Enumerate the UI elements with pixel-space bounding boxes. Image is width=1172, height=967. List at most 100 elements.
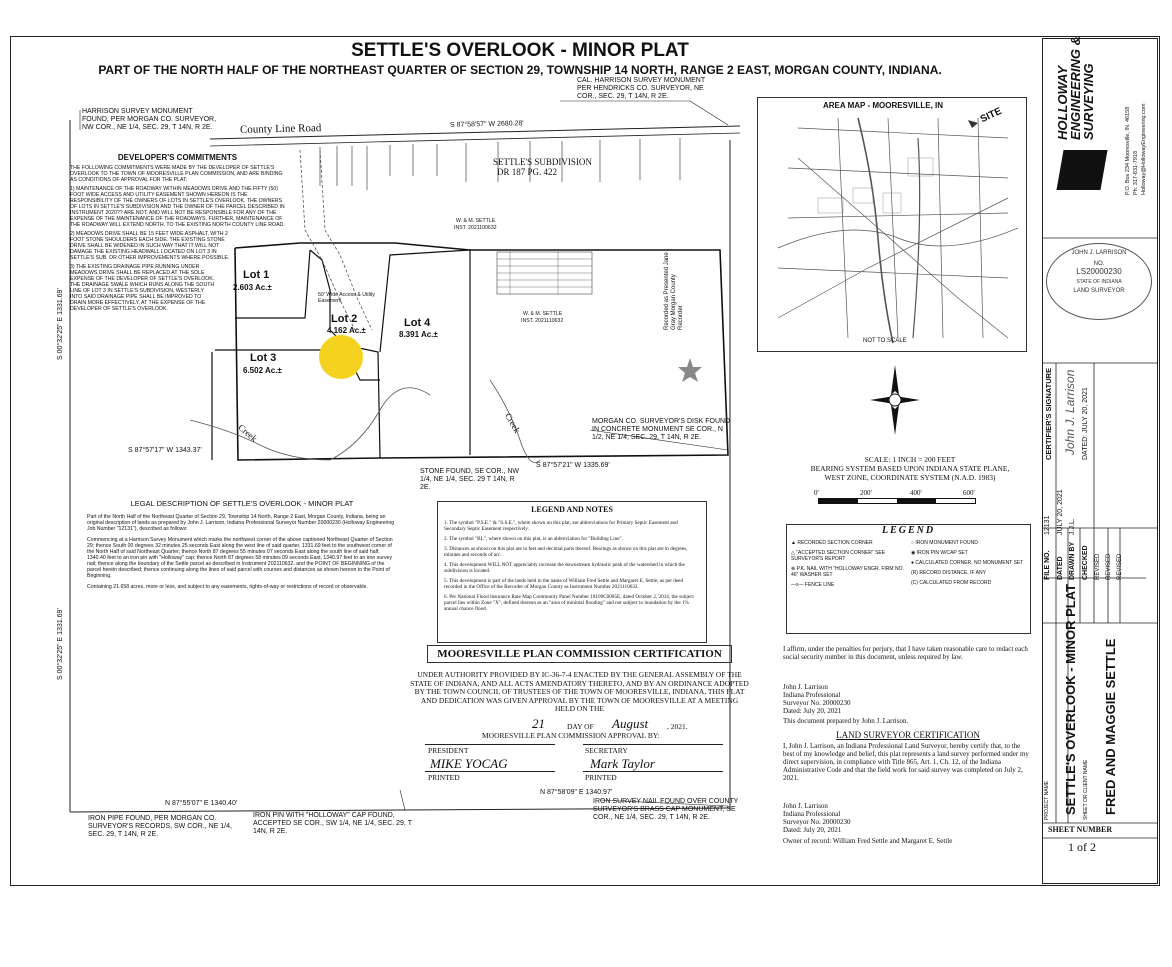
scale-bar	[818, 498, 976, 504]
affirm-dated: Dated: July 20, 2021	[783, 707, 842, 715]
note-2: 2. The symbol "BL", where shown on this …	[444, 536, 623, 542]
secretary-label: SECRETARY	[585, 746, 628, 755]
project-name: SETTLE'S OVERLOOK - MINOR PLAT	[1063, 583, 1078, 815]
seal-state: STATE OF INDIANA	[1076, 279, 1122, 285]
surveyor-seal: JOHN J. LARRISON NO. LS20000230 STATE OF…	[1046, 243, 1152, 320]
parcel-boundary	[234, 242, 729, 461]
drawn-label: DRAWN BY	[1069, 541, 1076, 580]
affirm-number: Surveyor No. 20000230	[783, 699, 851, 707]
land-cert-block: LAND SURVEYOR CERTIFICATION I, John J. L…	[783, 730, 1033, 846]
certifier-dated: DATED: JULY 20, 2021	[1082, 387, 1089, 460]
plat-subtitle: PART OF THE NORTH HALF OF THE NORTHEAST …	[98, 63, 942, 77]
highlight-marker	[319, 335, 363, 379]
firm-logo-icon	[1056, 150, 1108, 190]
area-map-title: AREA MAP - MOORESVILLE, IN	[823, 101, 944, 110]
scale-tick-0: 0'	[814, 489, 819, 497]
harrison-nw-note: HARRISON SURVEY MONUMENT FOUND, PER MORG…	[82, 108, 217, 131]
lot2-area: 4.162 Ac.±	[327, 326, 366, 335]
file-no-value: 12131	[1044, 515, 1051, 535]
iron-pipe-note: IRON PIPE FOUND, PER MORGAN CO. SURVEYOR…	[88, 815, 232, 838]
plat-title: SETTLE'S OVERLOOK - MINOR PLAT	[351, 40, 689, 61]
seal-no: NO.	[1093, 261, 1105, 267]
legal-title: LEGAL DESCRIPTION OF SETTLE'S OVERLOOK -…	[130, 499, 354, 508]
scale-text-3: WEST ZONE, COORDINATE SYSTEM (N.A.D. 198…	[824, 473, 996, 482]
note-3: 3. Distances as shown on this plat are i…	[444, 546, 688, 558]
commitment-2: 2) MEADOWS DRIVE SHALL BE 15 FEET WIDE A…	[70, 231, 230, 261]
commitment-1: 1) MAINTENANCE OF THE ROADWAY WITHIN MEA…	[70, 186, 285, 228]
commitments-intro: THE FOLLOWING COMMITMENTS WERE MADE BY T…	[70, 165, 283, 183]
cert-day-label: DAY OF	[567, 721, 594, 731]
dated-label: DATED	[1057, 556, 1064, 580]
legend-calculated: ● CALCULATED CORNER, NO MONUMENT SET	[911, 560, 1024, 566]
sheet-label: SHEET NUMBER	[1048, 825, 1113, 834]
recorder-stamp: Recorded as Presented Jane Gray Morgan C…	[664, 252, 684, 330]
lot3-area: 6.502 Ac.±	[243, 366, 282, 375]
certification-text: UNDER AUTHORITY PROVIDED BY IC-36-7-4 EN…	[410, 670, 749, 713]
land-cert-title: LAND SURVEYOR CERTIFICATION	[836, 730, 980, 740]
legend-box: LEGEND ▲ RECORDED SECTION CORNER △ "ACCE…	[786, 524, 1031, 634]
firm-phone: Ph: 317-831-7918	[1133, 150, 1139, 195]
cert-day: 21	[532, 715, 545, 731]
leader-lines	[79, 100, 729, 811]
lot2-name: Lot 2	[331, 313, 358, 325]
land-cert-title2: Indiana Professional	[783, 810, 841, 818]
file-no-label: FILE NO.	[1044, 550, 1051, 580]
printed-name-2: Mark Taylor	[590, 756, 655, 771]
land-cert-dated: Dated: July 20, 2021	[783, 826, 842, 834]
certification-title: MOORESVILLE PLAN COMMISSION CERTIFICATIO…	[427, 645, 732, 663]
legend-iron-found: ○ IRON MONUMENT FOUND	[911, 540, 978, 546]
legend-pk-nail: ⊗ P.K. NAIL WITH "HOLLOWAY ENGR. FIRM NO…	[791, 566, 904, 578]
owner-label: W. & M. SETTLE	[523, 311, 563, 317]
affirm-title: Indiana Professional	[783, 691, 841, 699]
revised-2: REVISED	[1106, 553, 1112, 580]
title-block-lines	[1042, 237, 1158, 839]
iron-pin-note: IRON PIN WITH "HOLLOWAY" CAP FOUND, ACCE…	[253, 812, 412, 835]
legend-record-distance: (R) RECORD DISTANCE, IF ANY	[911, 570, 986, 576]
firm-email: Holloway@HollowayEngineering.com	[1141, 103, 1147, 196]
certifier-signature: John J. Larrison	[1063, 369, 1077, 455]
legend-calc-record: (C) CALCULATED FROM RECORD	[911, 580, 992, 586]
affirm-prepared: This document prepared by John J. Larris…	[783, 717, 909, 725]
south-section-line	[69, 807, 731, 813]
land-cert-text: I, John J. Larrison, an Indiana Professi…	[783, 742, 1029, 782]
note-4: 4. This development WILL NOT appreciably…	[444, 562, 685, 574]
owner-inst-2: INST. 2021100632	[454, 225, 497, 231]
legal-p2: Commencing at a Harrison Survey Monument…	[87, 537, 393, 579]
legend-notes-title: LEGEND AND NOTES	[531, 505, 613, 514]
subdivision-label: SETTLE'S SUBDIVISION	[493, 157, 592, 167]
seal-bottom: LAND SURVEYOR	[1073, 288, 1125, 294]
note-1: 1. The symbol "P.S.E." & "S.S.E.", where…	[444, 520, 678, 532]
land-cert-name: John J. Larrison	[783, 802, 828, 810]
road-label: County Line Road	[239, 122, 322, 136]
legend-accepted-corner: △ "ACCEPTED SECTION CORNER" SEE SURVEYOR…	[791, 550, 886, 562]
drawn-value: J.J.L.	[1069, 518, 1076, 535]
president-label: PRESIDENT	[428, 746, 469, 755]
note-5: 5. This development is part of the lands…	[444, 578, 684, 590]
area-map: AREA MAP - MOORESVILLE, IN SITE NOT TO S…	[757, 97, 1027, 352]
revised-1: REVISED	[1095, 553, 1101, 580]
road-line-south	[209, 132, 741, 147]
star-marker	[678, 358, 702, 382]
lot1-name: Lot 1	[243, 269, 270, 281]
revised-3: REVISED	[1117, 553, 1123, 580]
scale-tick-2: 400'	[910, 489, 922, 497]
bottom-line-1: N 87°55'07" E 1340.40'	[165, 800, 238, 807]
title-block	[1042, 38, 1158, 884]
project-label: PROJECT NAME	[1044, 780, 1050, 820]
land-cert-number: Surveyor No. 20000230	[783, 818, 851, 826]
lot4-name: Lot 4	[404, 317, 431, 329]
affirm-block: I affirm, under the penalties for perjur…	[783, 645, 1033, 725]
not-to-scale: NOT TO SCALE	[863, 338, 907, 344]
firm-address: P.O. Box 234 Mooresville, IN. 46158	[1125, 106, 1131, 195]
scale-text-1: SCALE: 1 INCH = 200 FEET	[864, 455, 956, 464]
bottom-line-2: N 87°58'09" E 1340.97'	[540, 789, 613, 796]
land-cert-owner: Owner of record: William Fred Settle and…	[783, 837, 953, 845]
note-6: 6. Per National Flood Insurance Rate Map…	[444, 594, 694, 612]
firm-name: HOLLOWAY ENGINEERING & SURVEYING	[1055, 35, 1096, 140]
south-line-label-2: S 87°57'21" W 1335.69'	[536, 462, 610, 469]
lot3-name: Lot 3	[250, 352, 277, 364]
stone-found-note: STONE FOUND, SE COR., NW 1/4, NE 1/4, SE…	[420, 468, 520, 491]
legend-title: LEGEND	[881, 525, 936, 536]
dated-value: JULY 20, 2021	[1057, 489, 1064, 535]
client-name: FRED AND MAGGIE SETTLE	[1103, 638, 1118, 815]
